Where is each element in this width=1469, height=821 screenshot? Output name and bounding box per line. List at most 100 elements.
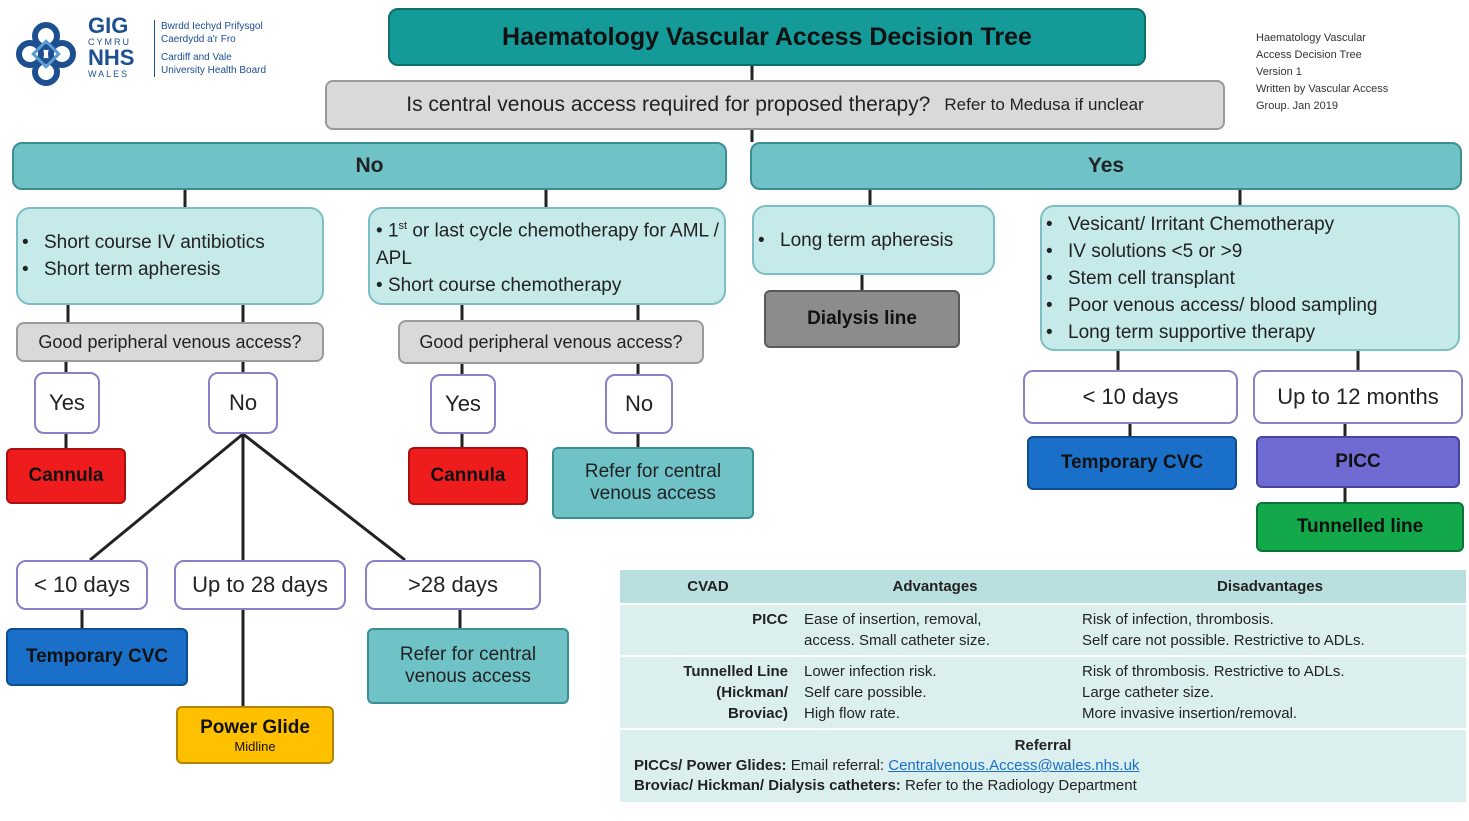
criteria-text: 1	[387, 220, 399, 242]
duration-up-to-12-months: Up to 12 months	[1253, 370, 1463, 424]
answer-text: No	[624, 391, 654, 416]
table-cell-cvad: Broviac)	[727, 705, 788, 722]
criteria-sup: st	[398, 220, 408, 233]
logo-cymru: CYMRU	[88, 37, 131, 47]
referral-row: Referral PICCs/ Power Glides: Email refe…	[620, 729, 1466, 804]
duration-text: Up to 12 months	[1277, 384, 1439, 409]
table-cell-advantage: High flow rate.	[804, 705, 900, 722]
duration-less-10-days: < 10 days	[16, 560, 148, 610]
criteria-item: Short course IV antibiotics	[22, 229, 265, 256]
duration-text: < 10 days	[33, 572, 130, 597]
logo-english-line1: Cardiff and Vale	[161, 52, 232, 63]
criteria-item: Poor venous access/ blood sampling	[1046, 292, 1378, 319]
criteria-text: or last cycle chemotherapy for AML / APL	[376, 220, 719, 269]
result-dialysis-line: Dialysis line	[764, 290, 960, 348]
no-group1-question: Good peripheral venous access?	[16, 322, 324, 362]
result-text: Cannula	[28, 465, 104, 486]
table-cell-disadvantage: More invasive insertion/removal.	[1082, 705, 1298, 722]
no-group2-refer: Refer for central venous access	[552, 447, 754, 519]
table-cell-disadvantage: Risk of thrombosis. Restrictive to ADLs.	[1082, 663, 1345, 680]
referral-label: Broviac/ Hickman/ Dialysis catheters:	[634, 777, 901, 794]
yes-group1-criteria: Long term apheresis	[752, 205, 995, 275]
yes-branch-header: Yes	[750, 142, 1462, 190]
result-temporary-cvc: Temporary CVC	[1027, 436, 1237, 490]
result-tunnelled-line: Tunnelled line	[1256, 502, 1464, 552]
answer-text: No	[228, 390, 258, 415]
criteria-text: Short course chemotherapy	[387, 274, 622, 296]
referral-heading: Referral	[1014, 737, 1072, 754]
no-group1-cannula: Cannula	[6, 448, 126, 504]
table-cell-cvad: (Hickman/	[716, 684, 788, 701]
doc-info-line: Haematology Vascular	[1256, 32, 1366, 44]
main-question-note: Refer to Medusa if unclear	[944, 95, 1144, 114]
doc-info-line: Version 1	[1256, 66, 1302, 78]
table-cell-cvad: Tunnelled Line	[683, 663, 788, 680]
celtic-knot-icon	[16, 22, 76, 86]
table-header-cvad: CVAD	[620, 570, 796, 605]
document-info: Haematology Vascular Access Decision Tre…	[1256, 30, 1461, 115]
result-text: Power Glide	[200, 716, 310, 738]
result-text: Temporary CVC	[25, 646, 169, 667]
result-text: Refer for central venous access	[399, 644, 537, 687]
criteria-item: Short term apheresis	[22, 256, 265, 283]
no-group2-no: No	[605, 374, 673, 434]
referral-email-link[interactable]: Centralvenous.Access@wales.nhs.uk	[888, 757, 1140, 774]
result-temporary-cvc: Temporary CVC	[6, 628, 188, 686]
table-row: PICC Ease of insertion, removal, access.…	[620, 604, 1466, 657]
answer-text: Yes	[445, 391, 481, 416]
result-text: Refer for central venous access	[584, 461, 722, 504]
no-group1-no: No	[208, 372, 278, 434]
main-question-text: Is central venous access required for pr…	[406, 93, 931, 116]
table-row: Tunnelled Line (Hickman/ Broviac) Lower …	[620, 656, 1466, 730]
criteria-item: Long term apheresis	[758, 227, 953, 254]
doc-info-line: Access Decision Tree	[1256, 49, 1362, 61]
question-text: Good peripheral venous access?	[419, 331, 683, 352]
duration-less-10-days: < 10 days	[1023, 370, 1238, 424]
no-group1-criteria: Short course IV antibiotics Short term a…	[16, 207, 324, 305]
table-cell-cvad: PICC	[752, 611, 788, 628]
result-text: Tunnelled line	[1296, 516, 1424, 537]
question-text: Good peripheral venous access?	[38, 331, 302, 352]
result-text: Cannula	[430, 465, 506, 486]
no-group2-cannula: Cannula	[408, 447, 528, 505]
duration-over-28-days: >28 days	[365, 560, 541, 610]
logo-welsh-line1: Bwrdd Iechyd Prifysgol	[161, 21, 263, 32]
yes-branch-label: Yes	[1087, 154, 1125, 177]
logo-english-line2: University Health Board	[161, 65, 267, 76]
table-cell-advantage: access. Small catheter size.	[804, 632, 990, 649]
table-header-disadvantages: Disadvantages	[1074, 570, 1466, 605]
table-header-advantages: Advantages	[796, 570, 1074, 605]
referral-text: Email referral:	[790, 757, 885, 774]
no-branch-label: No	[355, 154, 384, 177]
result-refer-central: Refer for central venous access	[367, 628, 569, 704]
duration-text: >28 days	[408, 572, 498, 597]
result-subtext: Midline	[234, 738, 276, 754]
doc-info-line: Written by Vascular Access	[1256, 83, 1389, 95]
criteria-item: Vesicant/ Irritant Chemotherapy	[1046, 211, 1377, 238]
main-question: Is central venous access required for pr…	[325, 80, 1225, 130]
no-group2-yes: Yes	[430, 374, 496, 434]
result-text: Dialysis line	[807, 308, 917, 329]
logo-wales: WALES	[88, 69, 130, 79]
criteria-item: Long term supportive therapy	[1046, 319, 1377, 346]
table-header-row: CVAD Advantages Disadvantages	[620, 570, 1466, 605]
answer-text: Yes	[49, 390, 85, 415]
no-group2-criteria: • 1st or last cycle chemotherapy for AML…	[368, 207, 726, 305]
logo-welsh-line2: Caerdydd a'r Fro	[161, 34, 236, 45]
page-title: Haematology Vascular Access Decision Tre…	[388, 8, 1146, 66]
table-cell-disadvantage: Risk of infection, thrombosis.	[1082, 611, 1274, 628]
criteria-item: IV solutions <5 or >9	[1046, 238, 1377, 265]
duration-text: Up to 28 days	[192, 572, 328, 597]
cvad-comparison-table: CVAD Advantages Disadvantages PICC Ease …	[620, 570, 1466, 804]
doc-info-line: Group. Jan 2019	[1256, 100, 1338, 112]
logo-nhs: NHS	[88, 45, 135, 70]
table-cell-disadvantage: Self care not possible. Restrictive to A…	[1082, 632, 1365, 649]
result-picc: PICC	[1256, 436, 1460, 488]
no-branch-header: No	[12, 142, 727, 190]
duration-text: < 10 days	[1082, 384, 1179, 409]
table-cell-advantage: Self care possible.	[804, 684, 927, 701]
result-text: Temporary CVC	[1060, 452, 1204, 473]
result-text: PICC	[1335, 451, 1381, 472]
table-cell-advantage: Lower infection risk.	[804, 663, 937, 680]
